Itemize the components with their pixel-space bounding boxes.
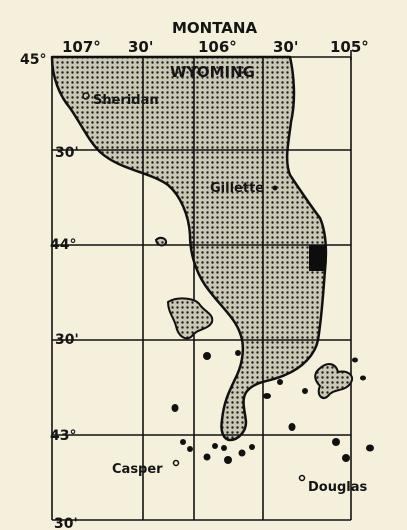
douglas-label: Douglas <box>308 480 368 495</box>
gillette-marker <box>272 185 278 191</box>
latitude-42-30-label: 30' <box>54 516 78 530</box>
latitude-44-label: 44° <box>50 237 76 253</box>
gillette-label: Gillette <box>210 181 264 196</box>
latitude-43-30-label: 30' <box>55 332 79 348</box>
basin-outline <box>50 55 328 442</box>
sheridan-label: Sheridan <box>93 93 159 108</box>
outlying-outcrops <box>154 236 354 400</box>
latitude-43-label: 43° <box>50 428 76 444</box>
longitude-105-30-label: 30' <box>273 38 298 56</box>
small-outcrop-blobs <box>171 350 374 464</box>
douglas-marker <box>298 474 306 482</box>
latitude-44-30-label: 30' <box>55 145 79 161</box>
wyoming-label: WYOMING <box>170 63 255 81</box>
longitude-105-label: 105° <box>330 38 369 56</box>
longitude-107-label: 107° <box>62 38 101 56</box>
longitude-106-label: 106° <box>198 38 237 56</box>
casper-marker <box>172 459 180 467</box>
sheridan-marker <box>82 92 90 100</box>
grid-lines <box>51 56 352 521</box>
montana-label: MONTANA <box>172 19 257 37</box>
longitude-106-30-label: 30' <box>128 38 153 56</box>
corner-lat-45-label: 45° <box>20 52 46 68</box>
study-area-rectangle <box>309 245 326 271</box>
casper-label: Casper <box>112 462 163 477</box>
